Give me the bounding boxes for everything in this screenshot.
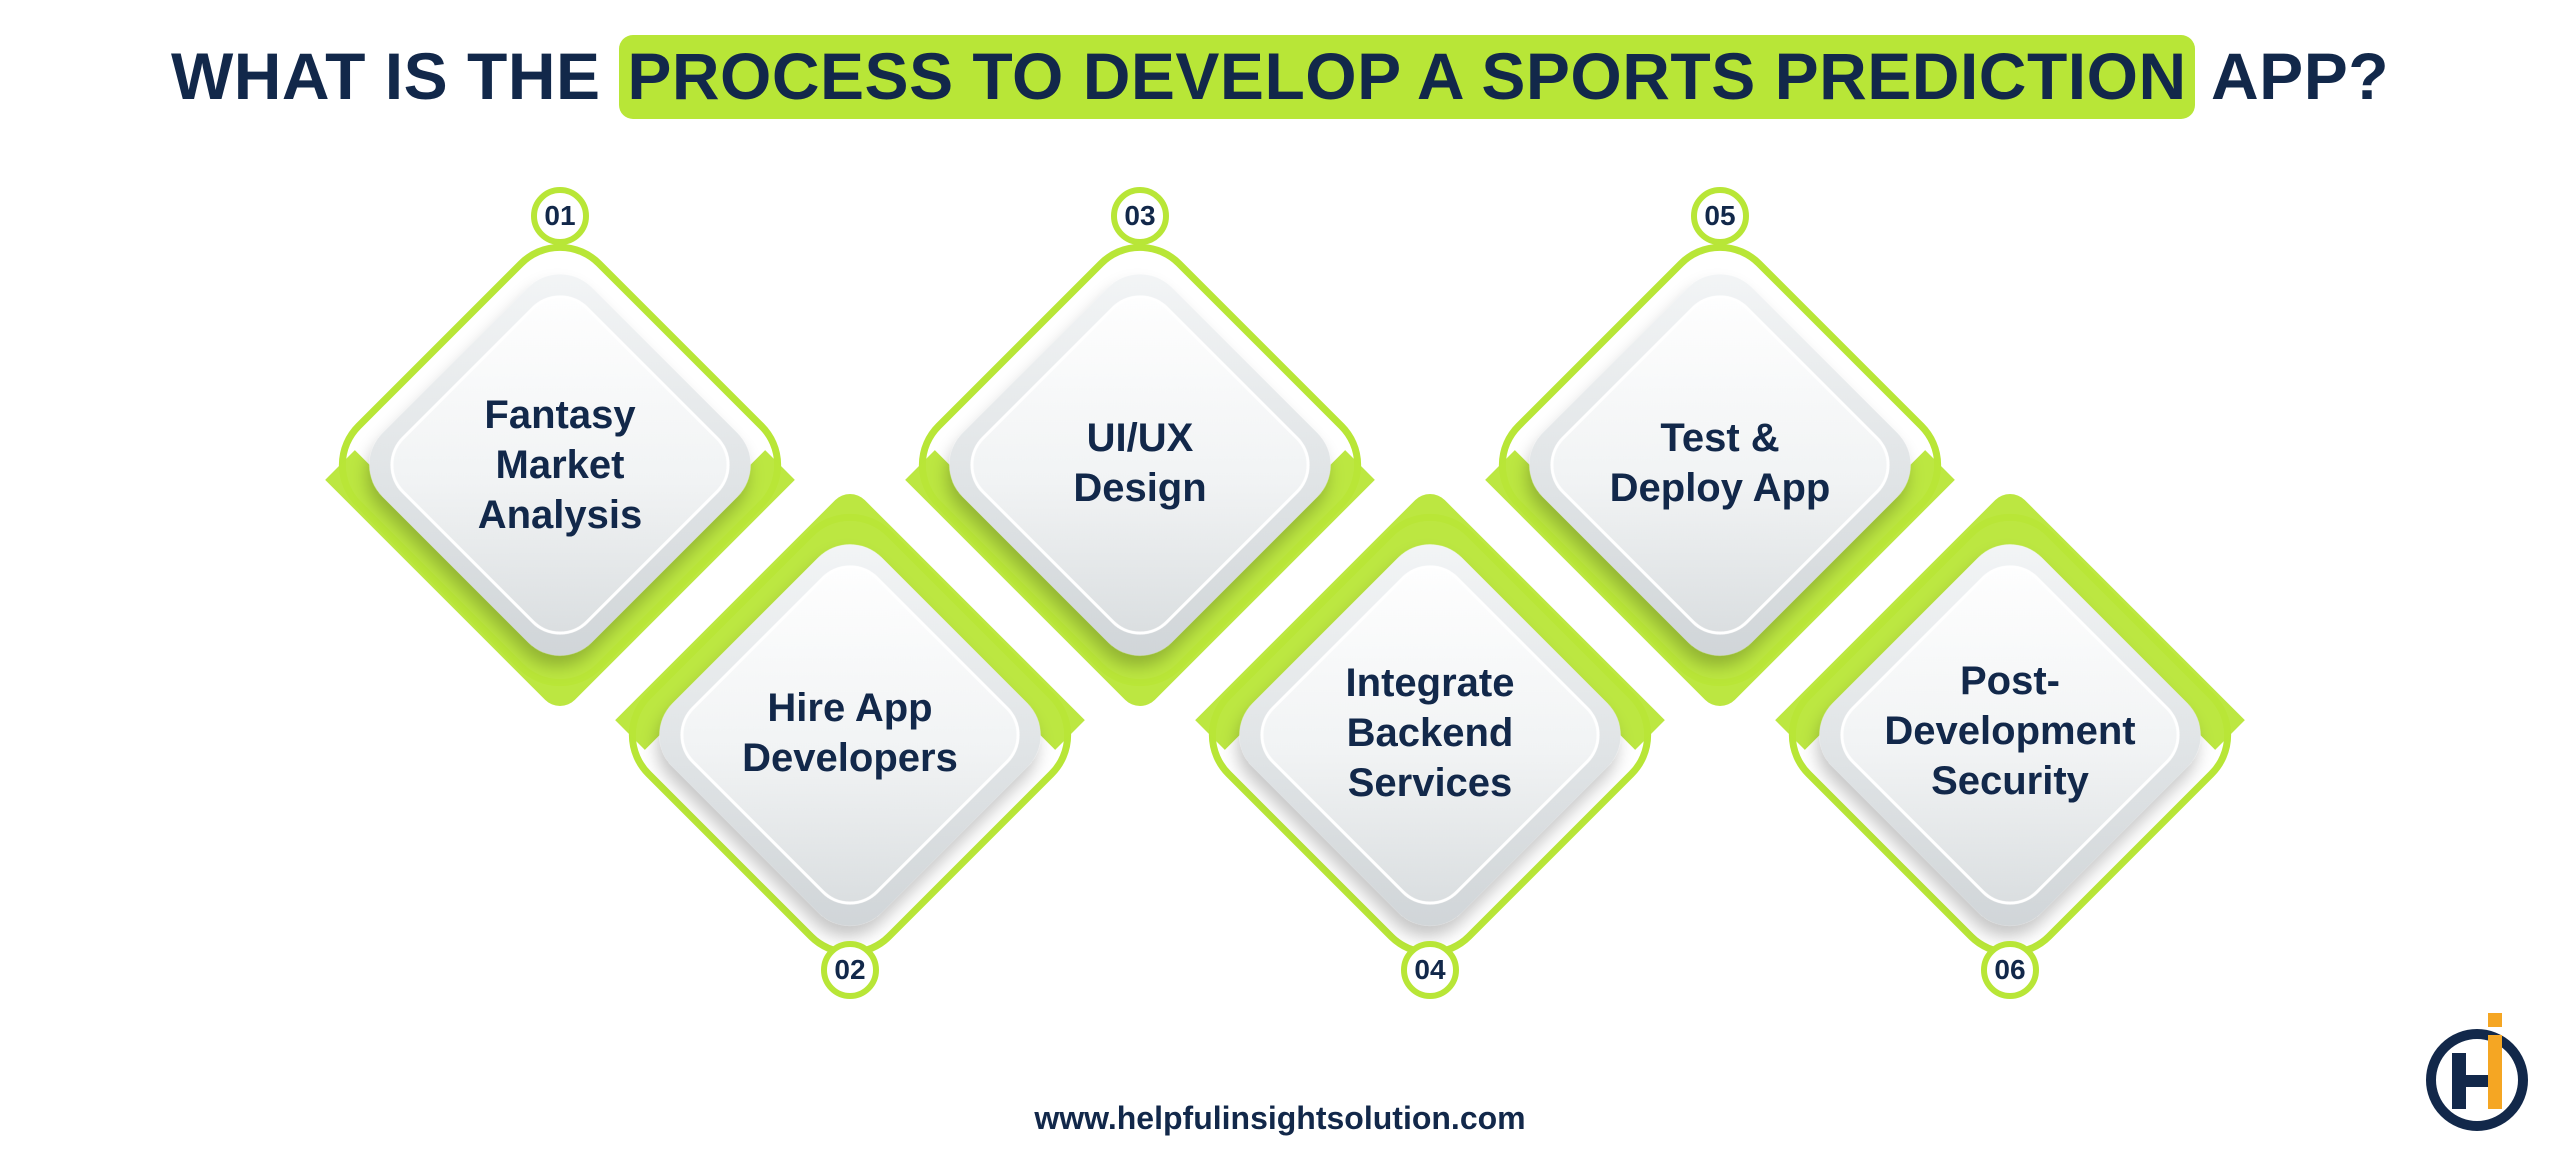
website-url: www.helpfulinsightsolution.com [1034,1100,1526,1136]
step-number-badge: 06 [1981,941,2039,999]
step-01-diamond [310,215,810,715]
step-03-diamond [890,215,1390,715]
title-suffix: APP? [2194,39,2390,113]
helpful-insight-logo-icon [2422,1005,2532,1135]
step-number-badge: 02 [821,941,879,999]
step-number-badge: 04 [1401,941,1459,999]
step-number-badge: 03 [1111,187,1169,245]
step-label: Post- Development Security [1884,659,2136,803]
step-label: Integrate Backend Services [1345,661,1515,805]
step-label: UI/UX Design [1073,416,1207,510]
step-label: Fantasy Market Analysis [477,393,643,537]
step-number-badge: 01 [531,187,589,245]
step-02-diamond [600,485,1100,985]
title-prefix: WHAT IS THE [170,39,620,113]
step-05-diamond [1470,215,1970,715]
step-label: Hire App Developers [742,686,958,780]
page-title: WHAT IS THE PROCESS TO DEVELOP A SPORTS … [0,35,2560,119]
step-number-badge: 05 [1691,187,1749,245]
step-04-diamond [1180,485,1680,985]
step-06-diamond [1760,485,2260,985]
title-highlight: PROCESS TO DEVELOP A SPORTS PREDICTION [619,35,2195,119]
step-label: Test & Deploy App [1609,416,1831,510]
